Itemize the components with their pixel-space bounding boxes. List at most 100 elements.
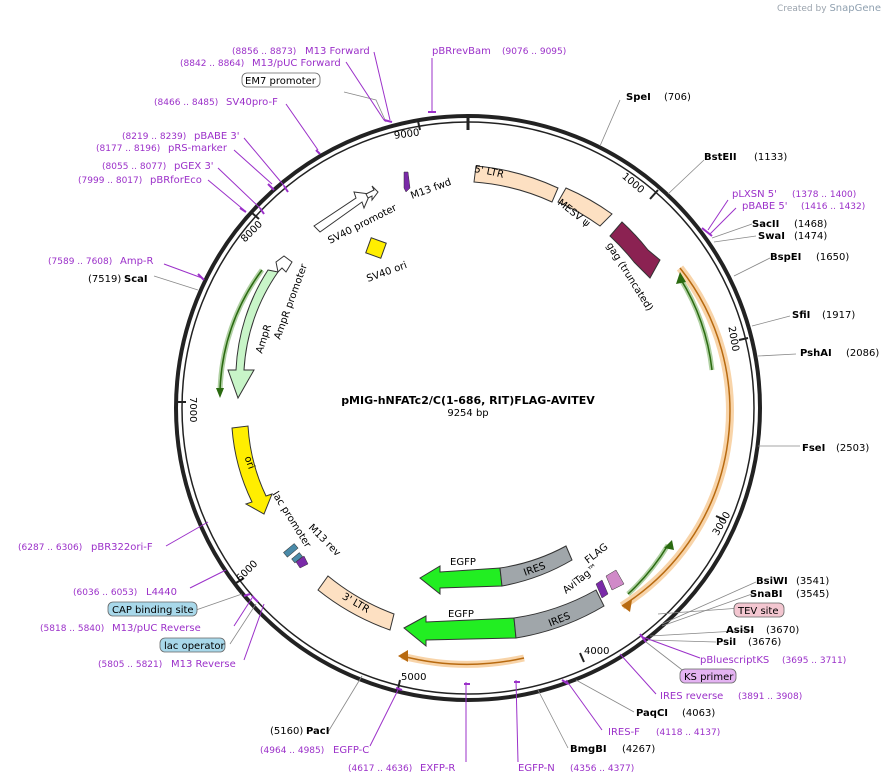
primer-pgex3-name[interactable]: pGEX 3' xyxy=(174,161,214,172)
primer-prs-marker-name[interactable]: pRS-marker xyxy=(168,143,228,154)
primer-sv40pro-f-name[interactable]: SV40pro-F xyxy=(226,97,278,108)
primer-pbr322ori-f-name[interactable]: pBR322ori-F xyxy=(91,542,153,553)
enzyme-bspei-name[interactable]: BspEI xyxy=(770,252,801,263)
leader-egfp-c xyxy=(369,689,399,747)
primer-exfp-r-name[interactable]: EXFP-R xyxy=(420,763,455,774)
enzyme-swai-name[interactable]: SwaI xyxy=(758,231,785,242)
leader-lacop xyxy=(229,603,257,645)
primer-site-pbrforeco xyxy=(239,207,247,213)
ltr3-feature[interactable] xyxy=(317,575,395,631)
ltr5-feature[interactable] xyxy=(473,165,559,203)
enzyme-pshai-pos: (2086) xyxy=(846,348,879,359)
flag-feature[interactable] xyxy=(605,569,625,591)
enzyme-labels: SpeI (706) BstEII (1133) SacII (1468) Sw… xyxy=(88,92,879,755)
ampr-green-arc[interactable] xyxy=(219,269,263,393)
ampr-feature[interactable] xyxy=(227,269,279,400)
primer-site-iresf xyxy=(561,679,569,685)
enzyme-bmgbi-name[interactable]: BmgBI xyxy=(570,744,607,755)
primer-ires-reverse-name[interactable]: IRES reverse xyxy=(660,691,723,702)
enzyme-fsei-name[interactable]: FseI xyxy=(802,443,825,454)
enzyme-scai-name[interactable]: ScaI xyxy=(124,274,148,285)
enzyme-asisi-pos: (3670) xyxy=(766,625,799,636)
primer-ires-f-range: (4118 .. 4137) xyxy=(656,728,720,738)
primer-ires-f-name[interactable]: IRES-F xyxy=(608,727,640,738)
primer-pbluescriptks-name[interactable]: pBluescriptKS xyxy=(700,655,769,666)
primer-pbabe3-name[interactable]: pBABE 3' xyxy=(194,131,240,142)
cap-binding-site-label: CAP binding site xyxy=(112,605,194,616)
gag-feature[interactable] xyxy=(609,221,661,279)
ampr-label: AmpR xyxy=(254,323,274,355)
primer-m13-reverse-range: (5805 .. 5821) xyxy=(98,660,162,670)
tick-mark-5000 xyxy=(397,679,401,690)
enzyme-spei-name[interactable]: SpeI xyxy=(626,92,651,103)
leader-plxsn5 xyxy=(707,199,729,231)
green-arc-top[interactable] xyxy=(679,277,713,371)
primer-sv40pro-f-range: (8466 .. 8485) xyxy=(154,98,218,108)
cap-binding-site-box[interactable] xyxy=(107,601,198,617)
enzyme-pshai-name[interactable]: PshAI xyxy=(800,348,832,359)
egfp-outer-feature[interactable] xyxy=(403,615,517,648)
primer-m13-reverse-name[interactable]: M13 Reverse xyxy=(171,659,236,670)
em7-promoter-box[interactable] xyxy=(241,72,321,88)
enzyme-bsiwi-pos: (3541) xyxy=(796,576,829,587)
primer-m13-puc-reverse-name[interactable]: M13/pUC Reverse xyxy=(112,623,201,634)
bottom-orange-arc[interactable] xyxy=(401,655,525,666)
egfp-inner-label: EGFP xyxy=(450,557,476,568)
enzyme-psii-name[interactable]: PsiI xyxy=(716,637,736,648)
ires-outer-feature[interactable] xyxy=(513,589,605,639)
lac-operator-box[interactable] xyxy=(159,637,226,653)
sv40-ori-feature[interactable] xyxy=(365,237,387,259)
enzyme-bsteii-name[interactable]: BstEII xyxy=(704,152,737,163)
primer-egfp-n-name[interactable]: EGFP-N xyxy=(518,763,555,774)
enzyme-paqci-name[interactable]: PaqCI xyxy=(636,708,668,719)
primer-amp-r-name[interactable]: Amp-R xyxy=(120,256,154,267)
leader-ires-f xyxy=(565,679,603,731)
enzyme-paci-name[interactable]: PacI xyxy=(306,726,329,737)
primer-pbabe3-range: (8219 .. 8239) xyxy=(122,132,186,142)
avitag-feature[interactable] xyxy=(595,579,609,599)
primer-pbrrevbam-range: (9076 .. 9095) xyxy=(502,47,566,57)
leader-m13-forward xyxy=(373,51,391,121)
enzyme-sfii-name[interactable]: SfiI xyxy=(792,310,810,321)
tev-site-label: TEV site xyxy=(737,606,779,617)
primer-ires-reverse-range: (3891 .. 3908) xyxy=(738,692,802,702)
enzyme-bsiwi-name[interactable]: BsiWI xyxy=(756,576,788,587)
tev-site-box[interactable] xyxy=(733,602,785,618)
primer-egfp-c-range: (4964 .. 4985) xyxy=(260,746,324,756)
mesv-psi-feature[interactable] xyxy=(557,187,613,227)
ori-feature[interactable] xyxy=(231,425,273,515)
enzyme-swai-pos: (1474) xyxy=(794,231,827,242)
ampr-promoter-feature[interactable] xyxy=(275,255,293,274)
primer-prs-marker-range: (8177 .. 8196) xyxy=(96,144,160,154)
em7-promoter-feature[interactable] xyxy=(365,185,379,202)
primer-m13-puc-reverse-range: (5818 .. 5840) xyxy=(40,624,104,634)
primer-site-prs xyxy=(283,185,289,193)
ks-primer-box[interactable] xyxy=(679,668,737,684)
m13-rev-feature[interactable] xyxy=(295,555,309,569)
enzyme-sacii-name[interactable]: SacII xyxy=(752,219,779,230)
primer-egfp-c-name[interactable]: EGFP-C xyxy=(333,745,369,756)
lac-operator-glyph[interactable] xyxy=(291,552,303,564)
enzyme-asisi-name[interactable]: AsiSI xyxy=(726,625,754,636)
orange-cds-arc[interactable] xyxy=(621,267,731,607)
primer-site-sv40pro xyxy=(315,149,321,155)
primer-pbrrevbam-name[interactable]: pBRrevBam xyxy=(432,46,491,57)
tick-mark-8000 xyxy=(251,212,260,220)
primer-pbrforeco-name[interactable]: pBRforEco xyxy=(150,175,202,186)
m13-fwd-feature[interactable] xyxy=(403,171,411,193)
leader-bmgbi xyxy=(537,689,569,749)
primer-pbluescriptks-range: (3695 .. 3711) xyxy=(782,656,846,666)
enzyme-paqci-pos: (4063) xyxy=(682,708,715,719)
enzyme-sfii-pos: (1917) xyxy=(822,310,855,321)
enzyme-psii-pos: (3676) xyxy=(748,637,781,648)
primer-pbabe5-name[interactable]: pBABE 5' xyxy=(742,201,788,212)
enzyme-snabi-name[interactable]: SnaBI xyxy=(750,589,782,600)
cap-site-glyph[interactable] xyxy=(283,543,299,558)
primer-m13-forward-name[interactable]: M13 Forward xyxy=(305,46,370,57)
primer-plxsn5-name[interactable]: pLXSN 5' xyxy=(732,189,777,200)
ires-inner-feature[interactable] xyxy=(499,545,573,587)
primer-m13-puc-forward-name[interactable]: M13/pUC Forward xyxy=(252,58,341,69)
primer-l4440-name[interactable]: L4440 xyxy=(146,587,177,598)
sv40-promoter-feature[interactable] xyxy=(313,191,371,233)
egfp-inner-feature[interactable] xyxy=(419,565,503,596)
